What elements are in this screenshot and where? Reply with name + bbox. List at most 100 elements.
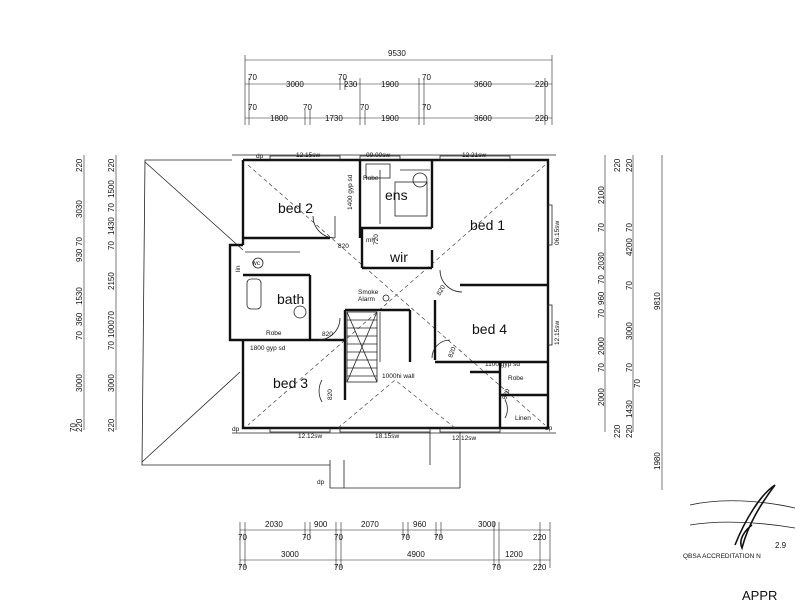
left-dim-c2-8: 70 [107,341,116,350]
top-dim-r1-6: 3600 [474,80,492,89]
bottom-dim-r1-3: 900 [314,520,328,529]
vanity-icon [365,163,391,179]
smoke-alarm-icon [382,294,390,302]
top-dim-r1-7: 220 [535,80,549,89]
right-dimensions: 220 2100 70 2030 70 960 70 2000 70 2000 … [597,155,663,490]
ceiling-diagonals [247,164,546,429]
left-dim-c1-0: 220 [75,158,84,172]
top-dim-r1-3: 230 [344,80,358,89]
top-dim-r2-0: 70 [248,103,257,112]
room-lin: lin [235,265,242,272]
left-dimensions: 220 3030 70 930 1530 70 360 3000 220 70 … [69,155,117,432]
left-dim-c2-3: 1430 [107,217,116,235]
robe-bed3-note: 1800 gyp sd [250,345,286,352]
right-window-1-label: 06.15sw [554,220,561,245]
right-dim-c2-2: 4200 [625,238,634,256]
wall-note: 1000hi wall [382,373,415,380]
right-dim-c2-5: 70 [625,363,634,372]
ens-note: 720 [373,234,380,245]
left-dim-c2-2: 70 [107,203,116,212]
right-dim-below: 1980 [653,452,662,470]
toilet-icon [412,172,428,188]
top-window-mid-label: 09.00sw [366,152,391,159]
right-dim-c1-4: 70 [597,275,606,284]
left-dim-c2-10: 220 [107,418,116,432]
top-dim-r1-1: 3000 [286,80,304,89]
bottom-dim-r1-6: 70 [401,533,410,542]
right-dim-c1-2: 70 [597,223,606,232]
left-dim-c2-1: 1500 [107,180,116,198]
right-dim-c2-1: 70 [625,223,634,232]
smoke-alarm-label: Smoke [358,289,379,296]
left-dim-c1-1: 3030 [75,200,84,218]
bed3-door-dim: 820 [327,389,334,400]
room-bath: bath [277,291,304,307]
left-dim-c2-9: 3000 [107,374,116,392]
bed4-door-dim: 820 [447,346,457,359]
right-dim-c1-5: 960 [597,291,606,305]
right-dim-c2-7: 220 [625,424,634,438]
smoke-alarm-label2: Alarm [358,296,375,303]
right-dim-overall: 9810 [653,292,662,310]
bathtub-icon [246,278,262,310]
right-dim-c1-9: 2000 [597,388,606,406]
overall-width-dim: 9530 [388,49,406,58]
bottom-dim-r1-10: 220 [533,533,547,542]
right-dim-c1-10: 1430 [625,400,634,418]
left-dim-c1-9: 70 [69,423,78,432]
room-wir: wir [389,249,408,265]
fixtures [246,163,428,319]
top-dim-r1-2: 70 [338,73,347,82]
bottom-dim-r1-5: 2070 [361,520,379,529]
room-bed2: bed 2 [278,200,313,216]
room-robe-bed2: Robe [363,175,379,182]
bottom-window-2-label: 18.15sw [375,433,400,440]
top-window-2-label: 12.21sw [462,152,487,159]
right-dim-c1-11: 220 [613,424,622,438]
bottom-dim-r2-1: 3000 [281,550,299,559]
stamp-line2: QBSA ACCREDITATION N [683,553,761,560]
downpipe-2-label: dp [232,426,240,433]
left-dim-c1-5: 70 [75,331,84,340]
bottom-dim-r1-9: 3000 [478,520,496,529]
basin-icon [293,305,307,319]
stairs [346,311,381,383]
interior-walls [243,160,548,428]
top-dim-r2-4: 70 [360,103,369,112]
stamp-corner: APPR [742,588,777,600]
bottom-dim-r2-5: 1200 [505,550,523,559]
robe-bed2-note: 1400 gyp sd [347,174,354,210]
room-linen: Linen [515,415,531,422]
linen-door-dim: 820 [501,388,511,401]
room-bed1: bed 1 [470,217,505,233]
top-dim-r2-6: 70 [422,103,431,112]
left-dim-c1-8: 220 [75,418,84,432]
right-dim-c1-3: 2030 [597,252,606,270]
right-dim-c2-0: 220 [625,158,634,172]
right-dim-c2-6: 70 [633,379,642,388]
shower-icon [394,181,428,217]
downpipe-3-label: dp [317,479,325,486]
top-dim-r2-8: 220 [535,114,549,123]
top-window-1-label: 12.15sw [296,152,321,159]
left-dim-c1-2: 70 [75,237,84,246]
left-dim-c2-0: 220 [107,158,116,172]
top-dim-r2-1: 1800 [270,114,288,123]
wc-icon [252,257,264,269]
approval-stamp: 2.9 QBSA ACCREDITATION N APPR [683,484,796,600]
top-dimensions: 9530 70 3000 70 230 1900 70 3600 220 70 … [244,49,553,125]
bottom-window-1-label: 12.12sw [298,433,323,440]
bottom-dim-r1-7: 960 [413,520,427,529]
bottom-dim-r2-0: 70 [238,563,247,572]
left-dim-c2-6: 70 [107,311,116,320]
bottom-dim-r2-3: 4900 [407,550,425,559]
left-dim-c1-7: 3000 [75,374,84,392]
bottom-dim-r1-4: 70 [334,533,343,542]
right-dim-c1-8: 70 [597,363,606,372]
top-dim-r1-0: 70 [248,73,257,82]
bottom-dim-r2-2: 70 [334,563,343,572]
right-dim-c1-1: 2100 [597,186,606,204]
left-dim-c2-7: 1000 [107,320,116,338]
bath-door-dim: 820 [322,331,333,338]
